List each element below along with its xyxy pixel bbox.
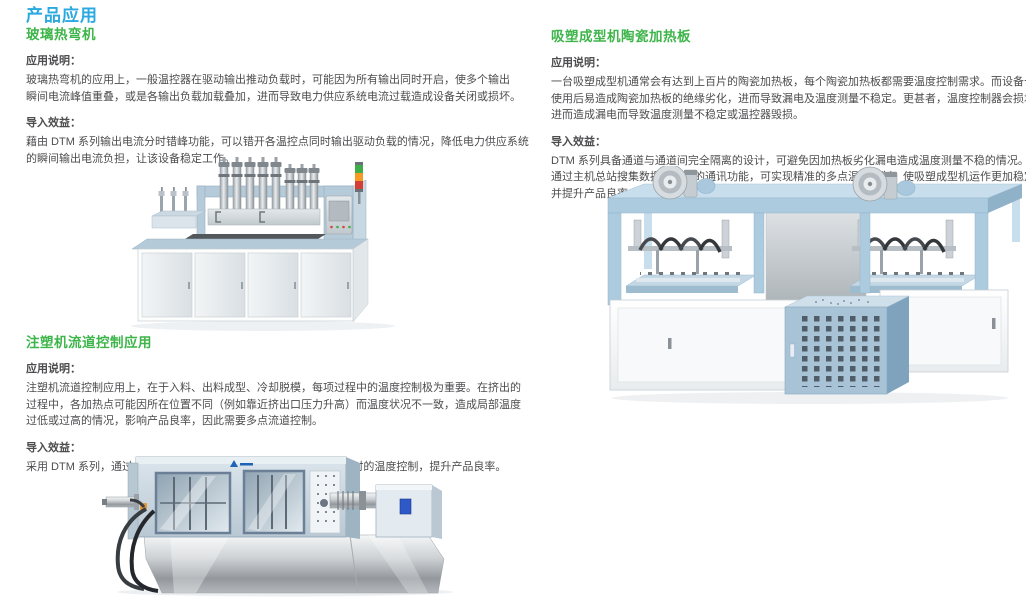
benefit-label: 导入效益： xyxy=(26,117,81,129)
page-title: 产品应用 xyxy=(26,6,98,25)
benefit-label: 导入效益： xyxy=(26,441,81,454)
cabinet-left xyxy=(609,299,807,391)
benefit-label: 导入效益： xyxy=(551,135,606,148)
thermoforming-machine-drawing xyxy=(607,166,1022,404)
machine-window-right xyxy=(242,469,306,535)
application-label: 应用说明： xyxy=(551,57,606,69)
application-text: 玻璃热弯机的应用上，一般温控器在驱动输出推动负载时，可能因为所有输出同时开启，使… xyxy=(26,74,521,103)
application-text: 注塑机流道控制应用上，在于入料、出料成型、冷却脱模，每项过程中的温度控制极为重要… xyxy=(26,382,521,427)
glass-bending-machine-drawing xyxy=(131,157,395,331)
delta-logo xyxy=(230,460,253,467)
benefit-text: 藉由 DTM 系列输出电流分时错峰功能，可以错开各温控点同时输出驱动负载的情况，… xyxy=(26,136,529,165)
injection-molding-machine-illustration xyxy=(100,447,460,597)
section-glass-bending: 玻璃热弯机 应用说明： 玻璃热弯机的应用上，一般温控器在驱动输出推动负载时，可能… xyxy=(26,23,531,167)
application-label: 应用说明： xyxy=(26,55,81,67)
section-heading-glass-bending: 玻璃热弯机 xyxy=(26,27,96,42)
control-panel xyxy=(325,195,353,235)
section-heading-injection-molding: 注塑机流道控制应用 xyxy=(26,335,152,350)
thermoforming-machine-illustration xyxy=(598,166,1022,406)
application-label: 应用说明： xyxy=(26,363,81,375)
section-heading-thermoforming: 吸塑成型机陶瓷加热板 xyxy=(551,29,691,44)
heater-cylinders xyxy=(218,157,320,211)
auxiliary-unit xyxy=(375,484,442,539)
injection-molding-machine-drawing xyxy=(102,456,453,597)
machine-window-left xyxy=(154,471,232,535)
application-text: 一台吸塑成型机通常会有达到上百片的陶瓷加热板，每个陶瓷加热板都需要温度控制需求。… xyxy=(551,76,1026,121)
nozzle-and-hoses xyxy=(102,494,159,593)
heater-control-box xyxy=(784,295,910,395)
signal-tower-icon xyxy=(355,162,363,204)
left-pin-platform xyxy=(151,187,207,229)
glass-bending-machine-illustration xyxy=(128,156,446,332)
